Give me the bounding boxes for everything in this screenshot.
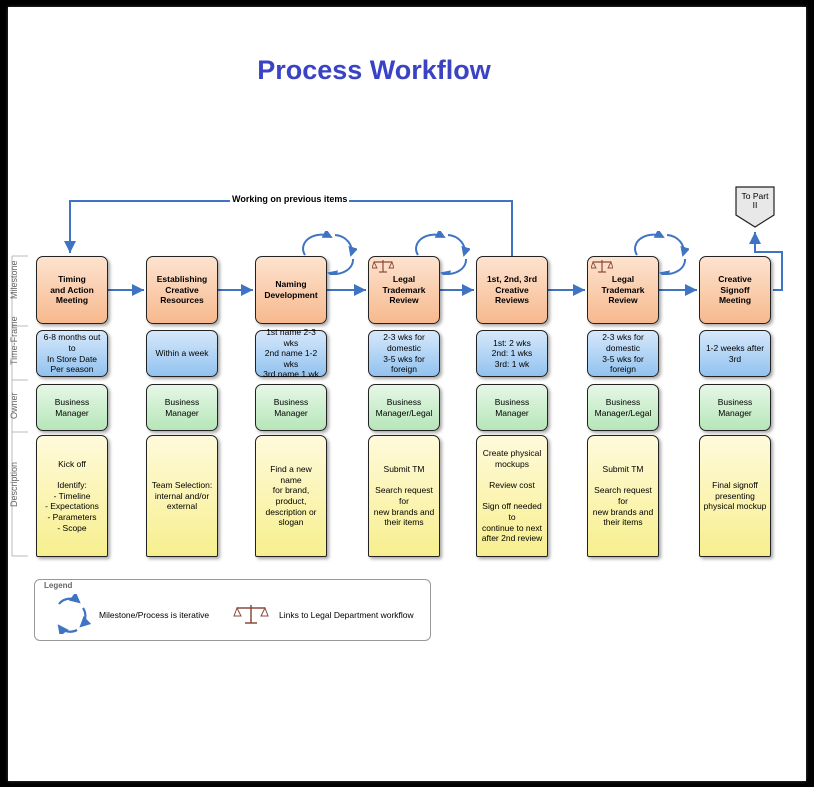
owner-box: Business Manager <box>146 384 218 431</box>
owner-box: Business Manager <box>699 384 771 431</box>
description-box: Create physical mockups Review cost Sign… <box>476 435 548 557</box>
milestone-box: Creative Signoff Meeting <box>699 256 771 324</box>
description-box: Submit TM Search request for new brands … <box>368 435 440 557</box>
timeframe-box: Within a week <box>146 330 218 377</box>
timeframe-box: 2-3 wks for domestic 3-5 wks for foreign <box>368 330 440 377</box>
to-part-arrow <box>749 232 783 291</box>
to-part-label: To Part II <box>741 191 769 211</box>
lane-label-milestone: Milestone <box>9 260 19 299</box>
milestone-box: Legal Trademark Review <box>368 256 440 324</box>
page-title: Process Workflow <box>257 55 491 85</box>
owner-box: Business Manager <box>36 384 108 431</box>
description-box: Team Selection: internal and/or external <box>146 435 218 557</box>
legal-scale-icon <box>591 260 613 273</box>
iterative-icon <box>57 594 91 634</box>
timeframe-box: 6-8 months out to In Store Date Per seas… <box>36 330 108 377</box>
description-box: Submit TM Search request for new brands … <box>587 435 659 557</box>
iterative-loop-icon <box>634 231 689 275</box>
to-part-shape <box>735 186 775 228</box>
legal-scale-icon <box>233 605 269 624</box>
milestone-box: Legal Trademark Review <box>587 256 659 324</box>
milestone-box: Timing and Action Meeting <box>36 256 108 324</box>
owner-box: Business Manager/Legal <box>587 384 659 431</box>
owner-box: Business Manager <box>476 384 548 431</box>
iterative-loop-icon <box>415 231 470 275</box>
lane-label-description: Description <box>9 461 19 507</box>
timeframe-box: 2-3 wks for domestic 3-5 wks for foreign <box>587 330 659 377</box>
loop-label: Working on previous items <box>230 194 350 204</box>
legend: Legend Milestone/Process is iterative Li… <box>34 579 431 641</box>
timeframe-box: 1st name 2-3 wks 2nd name 1-2 wks 3rd na… <box>255 327 327 379</box>
owner-box: Business Manager <box>255 384 327 431</box>
description-box: Find a new name for brand, product, desc… <box>255 435 327 557</box>
legend-legal-label: Links to Legal Department workflow <box>279 610 414 620</box>
description-box: Kick off Identify: - Timeline - Expectat… <box>36 435 108 557</box>
milestone-box: Establishing Creative Resources <box>146 256 218 324</box>
description-box: Final signoff presenting physical mockup <box>699 435 771 557</box>
legend-iterative-label: Milestone/Process is iterative <box>99 610 210 620</box>
iterative-loop-icon <box>302 231 357 275</box>
owner-box: Business Manager/Legal <box>368 384 440 431</box>
legal-scale-icon <box>372 260 394 273</box>
lane-label-timeframe: Time-Frame <box>9 316 19 365</box>
legend-title: Legend <box>44 581 73 590</box>
lane-label-owner: Owner <box>9 392 19 419</box>
timeframe-box: 1st: 2 wks 2nd: 1 wks 3rd: 1 wk <box>476 330 548 377</box>
milestone-box: 1st, 2nd, 3rd Creative Reviews <box>476 256 548 324</box>
timeframe-box: 1-2 weeks after 3rd <box>699 330 771 377</box>
milestone-box: Naming Development <box>255 256 327 324</box>
